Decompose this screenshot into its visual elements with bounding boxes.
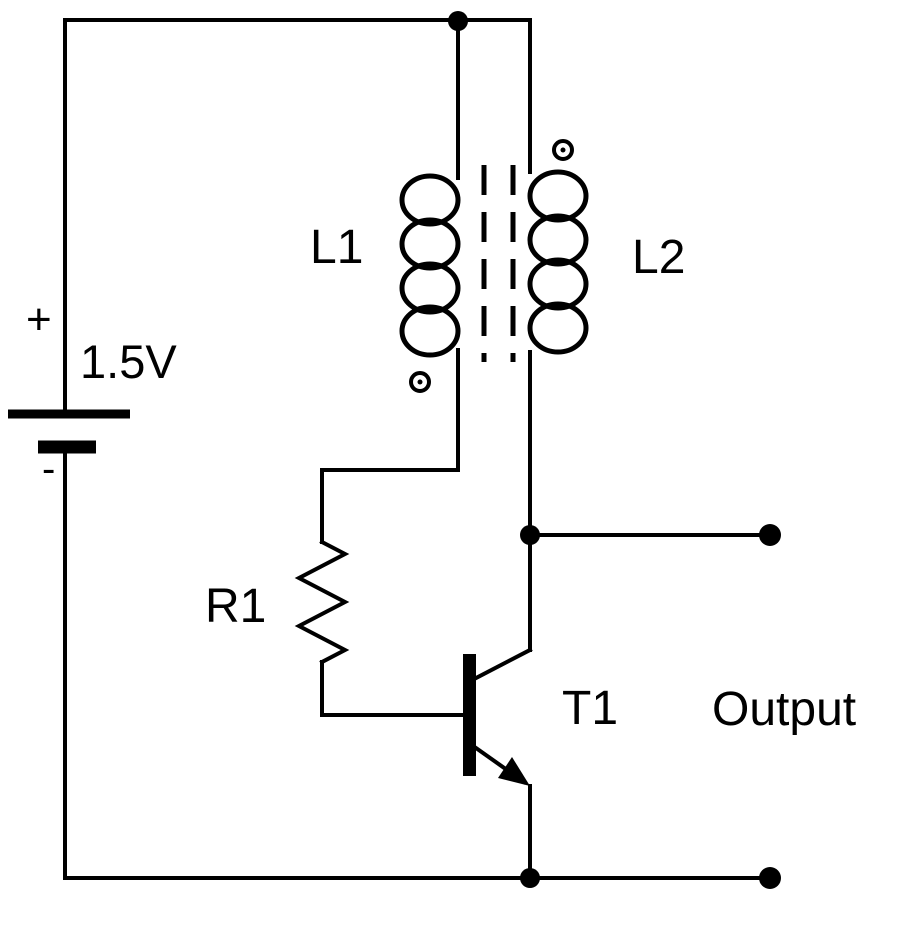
inductor-l1-coil	[399, 173, 461, 358]
output-terminal-top	[759, 524, 781, 546]
junction-dot-bottom	[520, 868, 540, 888]
label-battery-voltage: 1.5V	[80, 335, 177, 388]
label-battery-minus: -	[42, 447, 55, 491]
label-output: Output	[712, 683, 856, 736]
label-t1: T1	[562, 682, 618, 735]
transistor-collector-lead	[473, 647, 533, 681]
label-battery-plus: +	[26, 295, 52, 344]
output-terminal-bottom	[759, 867, 781, 889]
phase-dot-l2-icon	[552, 139, 574, 161]
label-r1: R1	[205, 580, 266, 633]
junction-dot-collector-tap	[520, 525, 540, 545]
inductor-l2-coil	[527, 169, 589, 355]
label-l2: L2	[632, 231, 685, 284]
wire-l1-to-r1	[320, 348, 460, 544]
transistor-emitter-arrow-icon	[498, 757, 530, 786]
battery	[8, 409, 130, 454]
junction-dot-top	[448, 11, 468, 31]
phase-dot-l1-icon	[409, 371, 431, 393]
transformer-core	[481, 165, 516, 362]
label-l1: L1	[310, 221, 363, 274]
transistor-base-bar	[463, 654, 476, 776]
wire-r1-to-base	[320, 660, 465, 717]
transistor-t1	[463, 647, 533, 786]
resistor-r1-body	[294, 539, 350, 665]
